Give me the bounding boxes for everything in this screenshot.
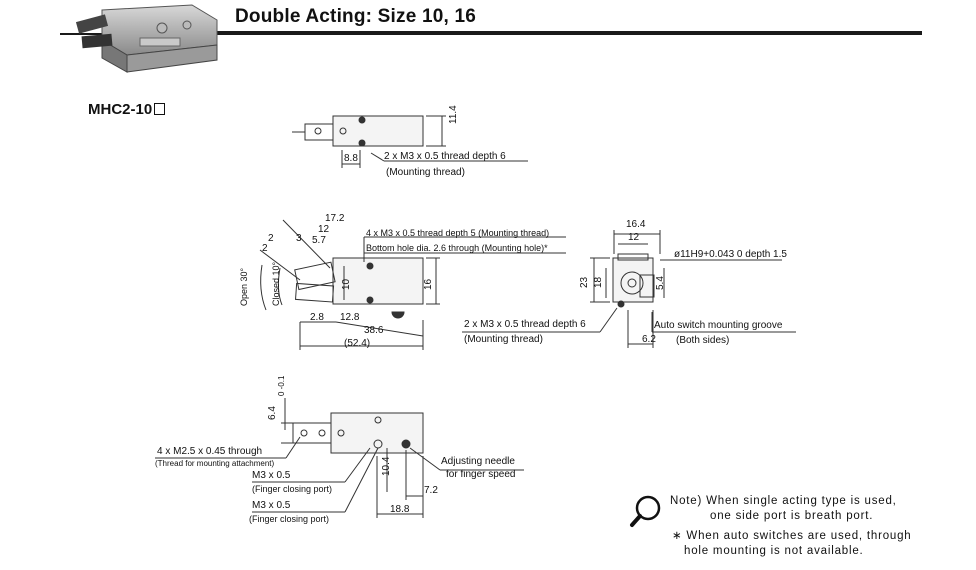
dim-23: 23	[579, 276, 590, 288]
closed-angle: Closed 10°	[271, 261, 281, 306]
bottom-callout-port2: M3 x 0.5	[252, 500, 291, 511]
open-angle: Open 30°	[239, 267, 249, 306]
bottom-callout-port1: M3 x 0.5	[252, 470, 291, 481]
dim-10: 10	[341, 278, 352, 290]
dim-side-12: 12	[628, 232, 640, 243]
gripper-photo	[75, 4, 218, 73]
bottom-callout-needle-note: for finger speed	[446, 469, 516, 480]
dim-52-4: (52.4)	[344, 338, 371, 349]
front-callout-thread: 4 x M3 x 0.5 thread depth 5 (Mounting th…	[366, 228, 550, 238]
dim-5-7: 5.7	[312, 235, 326, 246]
dim-16-4: 16.4	[626, 219, 646, 230]
side-callout-bore: ø11H9+0.043 0 depth 1.5	[674, 249, 787, 260]
dim-38-6: 38.6	[364, 325, 384, 336]
top-callout-thread-note: (Mounting thread)	[386, 167, 465, 178]
bottom-callout-attach-note: (Thread for mounting attachment)	[155, 459, 275, 468]
bottom-callout-attach: 4 x M2.5 x 0.45 through	[157, 446, 263, 457]
side-view	[462, 230, 796, 348]
dim-17-2: 17.2	[325, 213, 345, 224]
dim-2-8: 2.8	[310, 312, 324, 323]
dim-3: 3	[296, 233, 302, 244]
note-line-3: ∗ When auto switches are used, through	[672, 530, 912, 542]
side-callout-thread: 2 x M3 x 0.5 thread depth 6	[464, 319, 586, 330]
dim-top-11-4: 11.4	[448, 105, 459, 124]
front-view	[259, 219, 566, 350]
note-line-4: hole mounting is not available.	[684, 545, 864, 557]
dim-16: 16	[423, 278, 434, 290]
dim-18-8: 18.8	[390, 504, 410, 515]
note-line-1: Note) When single acting type is used,	[670, 495, 897, 507]
model-suffix-box	[154, 103, 166, 115]
dim-2b: 2	[262, 243, 268, 254]
dim-2a: 2	[268, 233, 274, 244]
dim-10-4: 10.4	[381, 456, 392, 476]
magnifier-icon	[630, 495, 661, 527]
header-rule	[212, 31, 922, 35]
side-callout-groove-note: (Both sides)	[676, 335, 730, 346]
model-name: MHC2-10	[88, 101, 166, 118]
front-callout-hole: Bottom hole dia. 2.6 through (Mounting h…	[366, 243, 548, 253]
dim-7-2: 7.2	[424, 485, 438, 496]
dim-6-2: 6.2	[642, 334, 656, 345]
note-line-2: one side port is breath port.	[710, 510, 874, 522]
side-callout-thread-note: (Mounting thread)	[464, 334, 543, 345]
dim-5-4: 5.4	[655, 276, 666, 290]
top-callout-thread: 2 x M3 x 0.5 thread depth 6	[384, 151, 506, 162]
bottom-callout-needle: Adjusting needle	[441, 456, 515, 467]
bottom-callout-port2-note: (Finger closing port)	[249, 514, 330, 524]
dim-tol: 0 -0.1	[277, 375, 286, 396]
top-view	[292, 115, 528, 168]
dim-top-8-8: 8.8	[344, 153, 358, 164]
side-callout-groove: Auto switch mounting groove	[654, 320, 783, 331]
dim-12: 12	[318, 224, 330, 235]
bottom-view	[155, 398, 524, 518]
dim-6-4: 6.4	[267, 406, 278, 420]
dim-12-8: 12.8	[340, 312, 360, 323]
page-title: Double Acting: Size 10, 16	[235, 6, 476, 27]
bottom-callout-port1-note: (Finger closing port)	[252, 484, 333, 494]
dim-18: 18	[593, 276, 604, 288]
